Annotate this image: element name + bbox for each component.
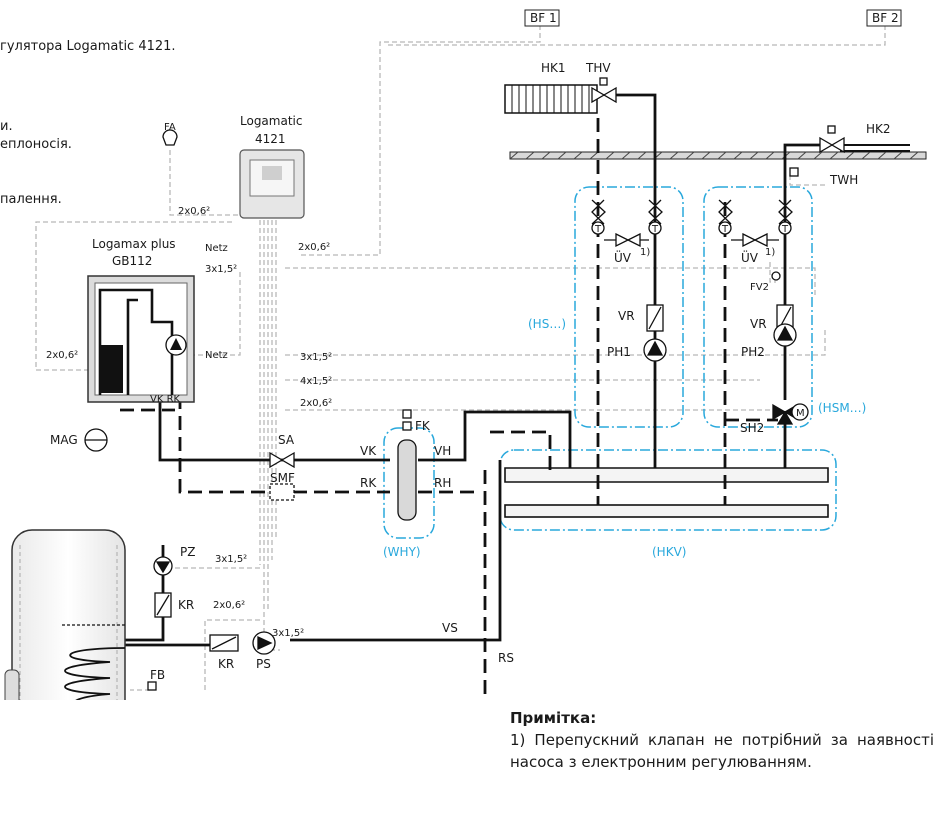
- logamatic-controller: [239, 149, 305, 219]
- fk-label: FK: [415, 419, 431, 433]
- cable-label-4: 2x0,6²: [46, 350, 78, 361]
- bf2-box: BF 2: [866, 9, 902, 27]
- fb-label: FB: [150, 668, 165, 682]
- intro-line-4: палення.: [0, 192, 62, 207]
- cable-label-7: 2x0,6²: [300, 398, 332, 409]
- vk-label: VK: [360, 444, 377, 458]
- vs-label: VS: [442, 621, 458, 635]
- netz-pump-label: Netz: [205, 350, 228, 361]
- sa-label: SA: [278, 433, 295, 447]
- footnote-text: 1) Перепускний клапан не потрібний за на…: [510, 731, 934, 771]
- thermometer-4-label: T: [781, 224, 789, 235]
- kr1-label: KR: [178, 598, 194, 612]
- sh2-label: SH2: [740, 421, 764, 435]
- ph1-label: PH1: [607, 345, 631, 359]
- rk-label: RK: [360, 476, 377, 490]
- bf1-label: BF 1: [530, 11, 557, 25]
- hk1-label: HK1: [541, 61, 566, 75]
- hsm-label: (HSM…): [818, 401, 866, 415]
- uv2-label: ÜV: [741, 249, 759, 265]
- why-label: (WHY): [383, 545, 421, 559]
- thermometer-1-label: T: [594, 224, 602, 235]
- uv1-footnote: 1): [640, 247, 650, 258]
- thv-label: THV: [585, 61, 611, 75]
- pz-label: PZ: [180, 545, 195, 559]
- footnote-title: Примітка:: [510, 709, 597, 727]
- netz-label: Netz: [205, 243, 228, 254]
- ps-label: PS: [256, 657, 271, 671]
- cable-label-8: 3x1,5²: [215, 554, 247, 565]
- vk-rk-label: VK RK: [150, 394, 181, 405]
- mag-label: MAG: [50, 433, 78, 447]
- intro-line-1: гулятора Logamatic 4121.: [0, 39, 176, 54]
- thermometer-3-label: T: [721, 224, 729, 235]
- controller-model: 4121: [255, 132, 286, 146]
- uv2-footnote: 1): [765, 247, 775, 258]
- kr2-label: KR: [218, 657, 234, 671]
- boiler-name: Logamax plus: [92, 237, 176, 251]
- fv2-label: FV2: [750, 282, 769, 293]
- radiator-hk1: [504, 84, 598, 114]
- bf2-label: BF 2: [872, 11, 899, 25]
- scheme-drawing: гулятора Logamatic 4121. и. еплоносія. п…: [0, 9, 927, 811]
- floor-line: [509, 151, 927, 160]
- bf1-box: BF 1: [524, 9, 560, 27]
- boiler-model: GB112: [112, 254, 152, 268]
- hkv-return-bar: [504, 504, 829, 518]
- supply-pipes: [125, 93, 829, 647]
- intro-line-2: и.: [0, 119, 13, 134]
- floor-heating-hk2: [819, 125, 910, 154]
- thv-valve-icon: [591, 77, 617, 104]
- twh-label: TWH: [829, 173, 858, 187]
- vr2-label: VR: [750, 317, 767, 331]
- cable-label-2: 3x1,5²: [205, 264, 237, 275]
- thermometer-2-label: T: [651, 224, 659, 235]
- cable-label-1: 2x0,6²: [178, 206, 210, 217]
- controller-name: Logamatic: [240, 114, 302, 128]
- cable-label-3: 2x0,6²: [298, 242, 330, 253]
- hk2-label: HK2: [866, 122, 891, 136]
- hkv-label: (HKV): [652, 545, 686, 559]
- intro-line-3: еплоносія.: [0, 137, 72, 152]
- rs-label: RS: [498, 651, 514, 665]
- uv1-label: ÜV: [614, 249, 632, 265]
- circuit-components: [84, 129, 809, 691]
- cable-label-5: 3x1,5²: [300, 352, 332, 363]
- rh-label: RH: [434, 476, 451, 490]
- vh-label: VH: [434, 444, 451, 458]
- cable-label-9: 2x0,6²: [213, 600, 245, 611]
- cable-label-10: 3x1,5²: [272, 628, 304, 639]
- ph2-label: PH2: [741, 345, 765, 359]
- dhw-tank: [4, 529, 126, 811]
- cable-label-6: 4x1,5²: [300, 376, 332, 387]
- boiler-gb112: [87, 275, 195, 403]
- fa-label: FA: [164, 122, 176, 133]
- return-pipes: [120, 118, 778, 700]
- hs-label: (HS…): [528, 317, 566, 331]
- actuator-label: M: [796, 408, 805, 419]
- smf-label: SMF: [270, 471, 295, 485]
- footnote: Примітка: 1) Перепускний клапан не потрі…: [510, 707, 934, 773]
- vr1-label: VR: [618, 309, 635, 323]
